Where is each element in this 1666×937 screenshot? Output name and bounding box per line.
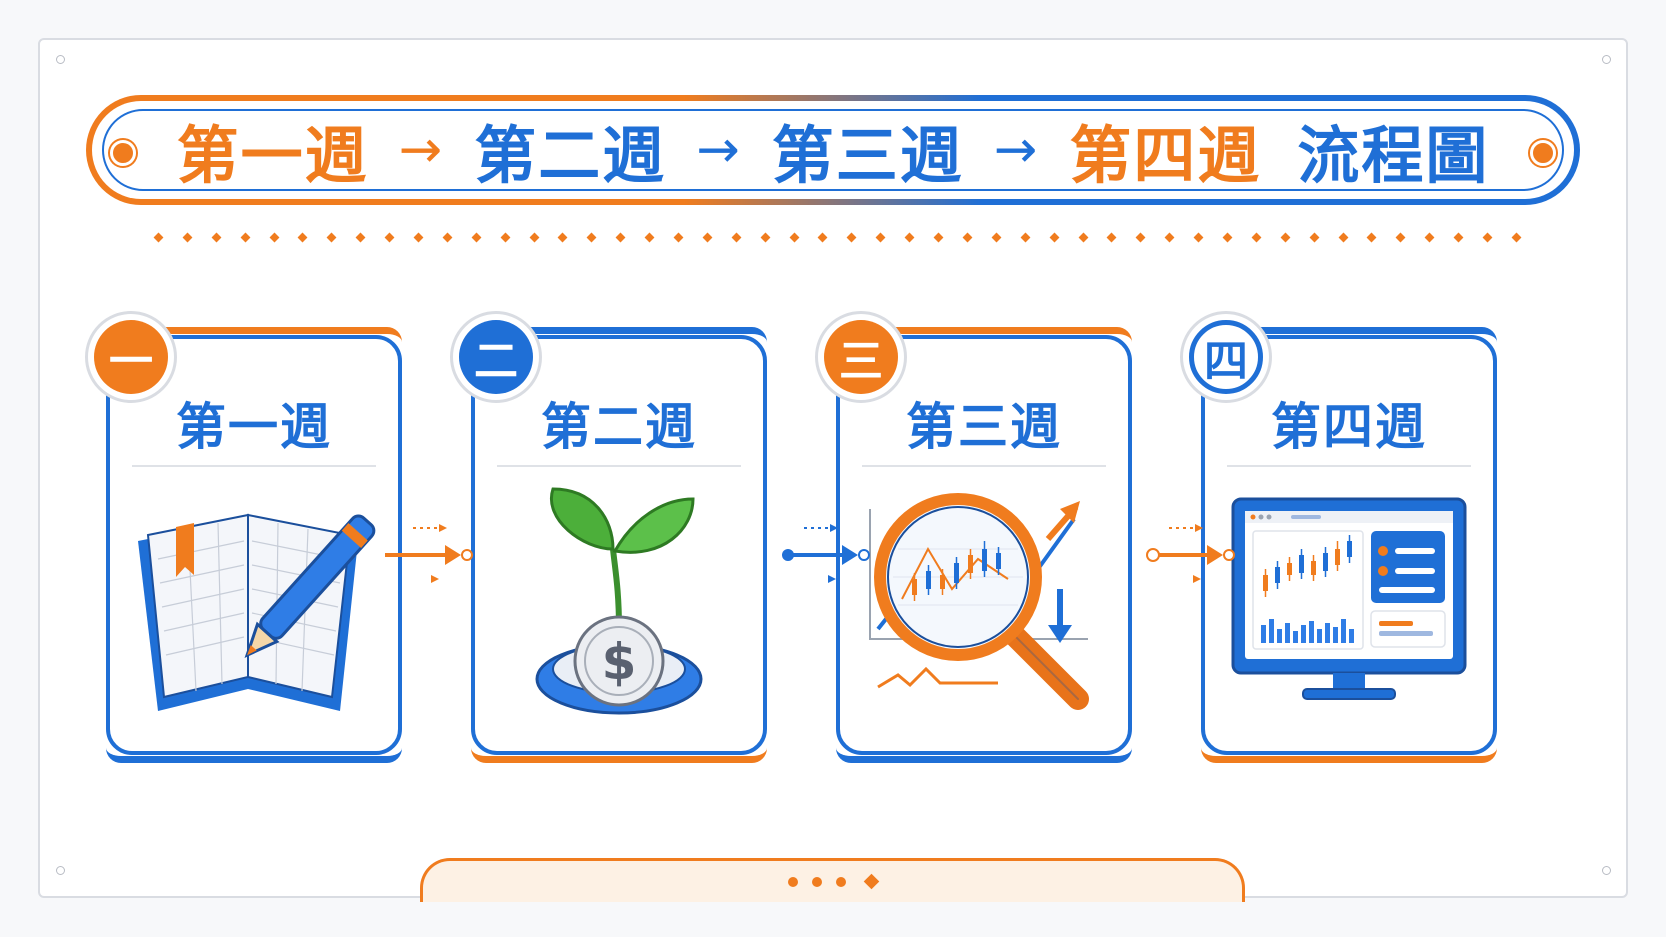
monitor-dashboard-icon <box>1231 497 1467 700</box>
separator-diamond <box>442 232 453 242</box>
separator-diamond <box>1193 232 1204 242</box>
title-step-3: 第三週 <box>771 119 964 192</box>
separator-diamond <box>326 232 337 242</box>
title-left-dot <box>110 140 136 166</box>
footer-tab <box>420 858 1245 902</box>
separator-diamond <box>875 232 886 242</box>
separator-diamond <box>1309 232 1320 242</box>
separator-diamond <box>240 232 251 242</box>
separator-diamond <box>384 232 395 242</box>
step-badge-3: 三 <box>815 311 907 403</box>
separator-diamond <box>500 232 511 242</box>
separator-diamond <box>413 232 424 242</box>
separator-diamond <box>1453 232 1464 242</box>
separator-diamond <box>962 232 973 242</box>
badge-disc: 四 <box>1189 320 1263 394</box>
separator-diamond <box>471 232 482 242</box>
card-title-3: 第三週 <box>906 398 1062 456</box>
separator-diamond <box>818 232 828 242</box>
title-arrow-2: → <box>696 120 742 180</box>
separator-diamond <box>586 232 597 242</box>
title-step-2: 第二週 <box>474 119 667 192</box>
notebook-pen-icon <box>138 513 376 711</box>
badge-disc: 三 <box>824 320 898 394</box>
connector-arrow-3 <box>1146 524 1235 583</box>
title-inner-border <box>102 109 1564 191</box>
separator-diamond <box>269 232 280 242</box>
title-right-dot <box>1530 140 1556 166</box>
separator-diamond <box>1135 232 1146 242</box>
separator-diamond <box>298 232 308 242</box>
badge-disc: 一 <box>94 320 168 394</box>
title-banner: 第一週 → 第二週 → 第三週 → 第四週 流程圖 <box>86 95 1580 205</box>
separator-diamond <box>529 232 540 242</box>
title-step-1: 第一週 <box>176 119 369 192</box>
step-badge-4: 四 <box>1180 311 1272 403</box>
separator-diamond <box>1020 232 1031 242</box>
title-arrow-3: → <box>993 120 1040 180</box>
card-divider <box>132 465 376 467</box>
title-suffix: 流程圖 <box>1297 119 1490 192</box>
separator-diamond <box>933 232 944 242</box>
footer-dot <box>788 876 798 887</box>
title-step-4: 第四週 <box>1069 119 1262 192</box>
separator-diamond <box>644 232 655 242</box>
separator-diamond <box>760 232 771 242</box>
separator-diamond <box>1049 232 1060 242</box>
footer-dot <box>836 876 846 887</box>
separator-diamond <box>789 232 800 242</box>
separator-diamond <box>1251 232 1262 242</box>
separator-diamond <box>1338 232 1348 242</box>
separator-diamond <box>182 232 193 242</box>
card-divider <box>862 465 1106 467</box>
card-week-2: 二 第二週 $ <box>450 311 767 763</box>
sprout-coin-icon: $ <box>535 487 703 715</box>
magnifier-chart-icon <box>869 493 1089 710</box>
step-badge-1: 一 <box>85 311 177 403</box>
separator-diamond <box>615 232 626 242</box>
separator-diamond <box>1366 232 1377 242</box>
separator-diamond <box>558 232 568 242</box>
separator-diamond <box>904 232 915 242</box>
separator-diamond <box>211 232 222 242</box>
card-week-4: 四 第四週 <box>1180 311 1497 763</box>
card-divider <box>497 465 741 467</box>
dotted-separator <box>153 232 1522 242</box>
separator-diamond <box>846 232 857 242</box>
separator-diamond <box>1106 232 1117 242</box>
separator-diamond <box>702 232 713 242</box>
corner-dot <box>56 55 65 64</box>
step-badge-2: 二 <box>450 311 542 403</box>
footer-dot <box>812 876 822 887</box>
separator-diamond <box>1078 232 1088 242</box>
separator-diamond <box>1222 232 1233 242</box>
connector-arrow-1 <box>385 524 473 583</box>
separator-diamond <box>1511 232 1522 242</box>
separator-diamond <box>1482 232 1493 242</box>
separator-diamond <box>991 232 1002 242</box>
badge-disc: 二 <box>459 320 533 394</box>
separator-diamond <box>1395 232 1406 242</box>
corner-dot <box>56 866 65 875</box>
card-title-4: 第四週 <box>1271 398 1427 456</box>
title-arrow-1: → <box>398 120 445 180</box>
separator-diamond <box>1424 232 1435 242</box>
card-week-1: 一 第一週 <box>85 311 402 763</box>
separator-diamond <box>355 232 366 242</box>
separator-diamond <box>153 232 164 242</box>
svg-text:$: $ <box>602 633 637 691</box>
card-title-2: 第二週 <box>541 398 697 456</box>
separator-diamond <box>1164 232 1175 242</box>
separator-diamond <box>673 232 684 242</box>
page-title: 第一週 → 第二週 → 第三週 → 第四週 流程圖 <box>92 101 1574 199</box>
separator-diamond <box>731 232 742 242</box>
corner-dot <box>1602 866 1611 875</box>
connector-arrow-2 <box>782 524 870 583</box>
footer-diamond <box>863 873 880 890</box>
card-week-3: 三 第三週 <box>815 311 1132 763</box>
card-title-1: 第一週 <box>176 398 332 456</box>
card-divider <box>1227 465 1471 467</box>
corner-dot <box>1602 55 1611 64</box>
separator-diamond <box>1280 232 1291 242</box>
